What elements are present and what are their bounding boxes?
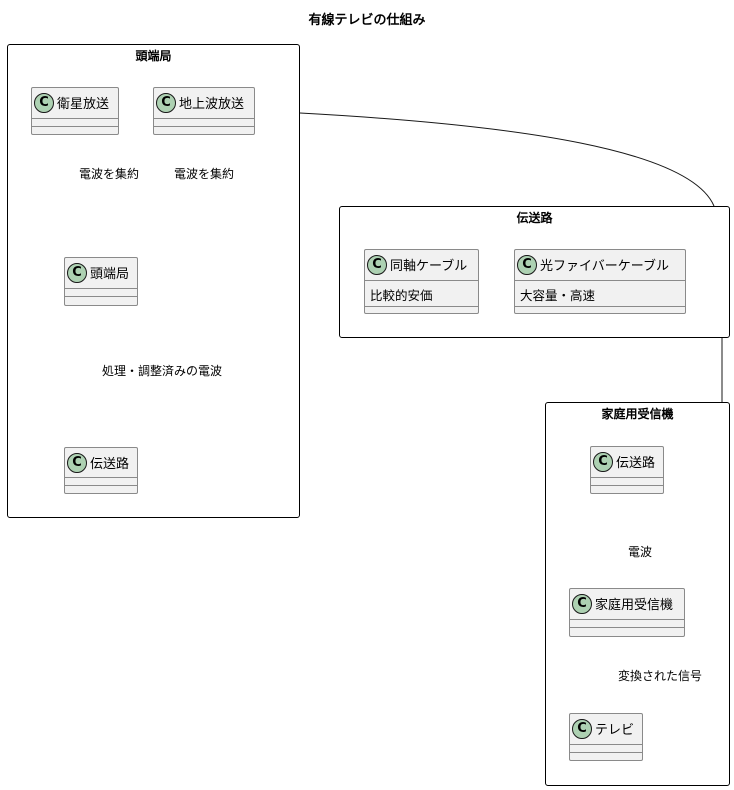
class-attribute: 大容量・高速	[520, 288, 596, 303]
class-marker-icon: C	[572, 593, 592, 614]
class-marker-icon: C	[517, 254, 537, 275]
edge-label: 電波	[628, 545, 653, 559]
edge-label: 電波を集約	[79, 167, 140, 181]
class-marker-icon: C	[572, 718, 592, 739]
package-title: 家庭用受信機	[601, 407, 674, 421]
class-marker-icon: C	[67, 262, 87, 283]
class-name: 地上波放送	[179, 97, 245, 112]
class-name: 伝送路	[90, 457, 130, 472]
class-name: 光ファイバーケーブル	[540, 259, 669, 274]
diagram-title: 有線テレビの仕組み	[308, 13, 426, 28]
class-name: テレビ	[595, 723, 635, 738]
package-title: 頭端局	[135, 49, 172, 63]
link-headend-to-transmission-package	[299, 112, 715, 207]
class-name: 伝送路	[616, 456, 656, 471]
edge-label: 電波を集約	[174, 167, 235, 181]
class-marker-icon: C	[593, 451, 613, 472]
class-name: 頭端局	[90, 267, 130, 282]
class-attribute: 比較的安価	[370, 288, 433, 303]
edge-label: 変換された信号	[618, 669, 703, 683]
class-name: 衛星放送	[57, 97, 110, 112]
class-marker-icon: C	[67, 452, 87, 473]
edge-label: 処理・調整済みの電波	[102, 364, 223, 378]
class-marker-icon: C	[34, 92, 54, 113]
class-marker-icon: C	[367, 254, 387, 275]
class-name: 家庭用受信機	[595, 598, 674, 613]
class-marker-icon: C	[156, 92, 176, 113]
package-title: 伝送路	[516, 211, 553, 225]
class-name: 同軸ケーブル	[390, 259, 468, 274]
